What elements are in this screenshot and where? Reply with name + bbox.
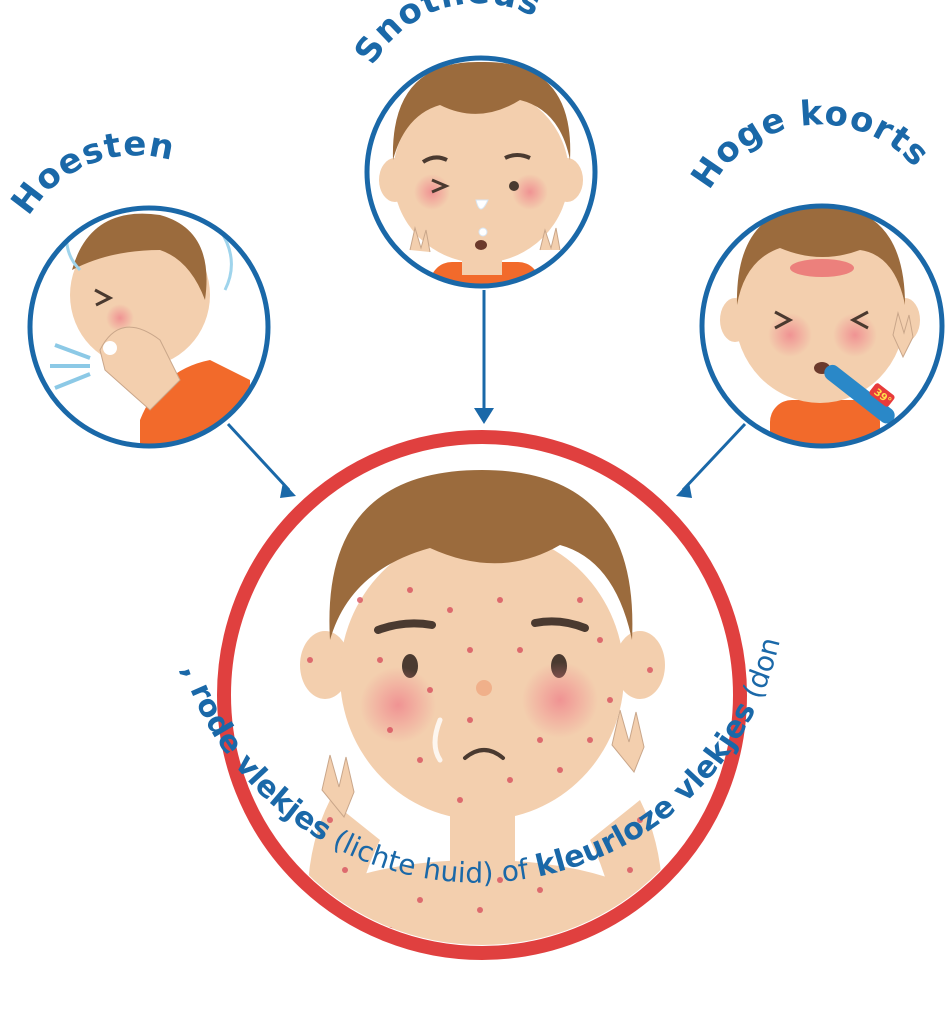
snot-illustration (365, 56, 597, 312)
arrow-fever (683, 424, 745, 490)
label-snot: Snotneus (347, 0, 548, 71)
arrow-cough (228, 424, 289, 490)
arrow-head-snot (474, 408, 494, 424)
fever-illustration: 39° (701, 205, 943, 460)
cough-illustration (29, 207, 269, 450)
label-fever: Hoge koorts (683, 93, 937, 196)
